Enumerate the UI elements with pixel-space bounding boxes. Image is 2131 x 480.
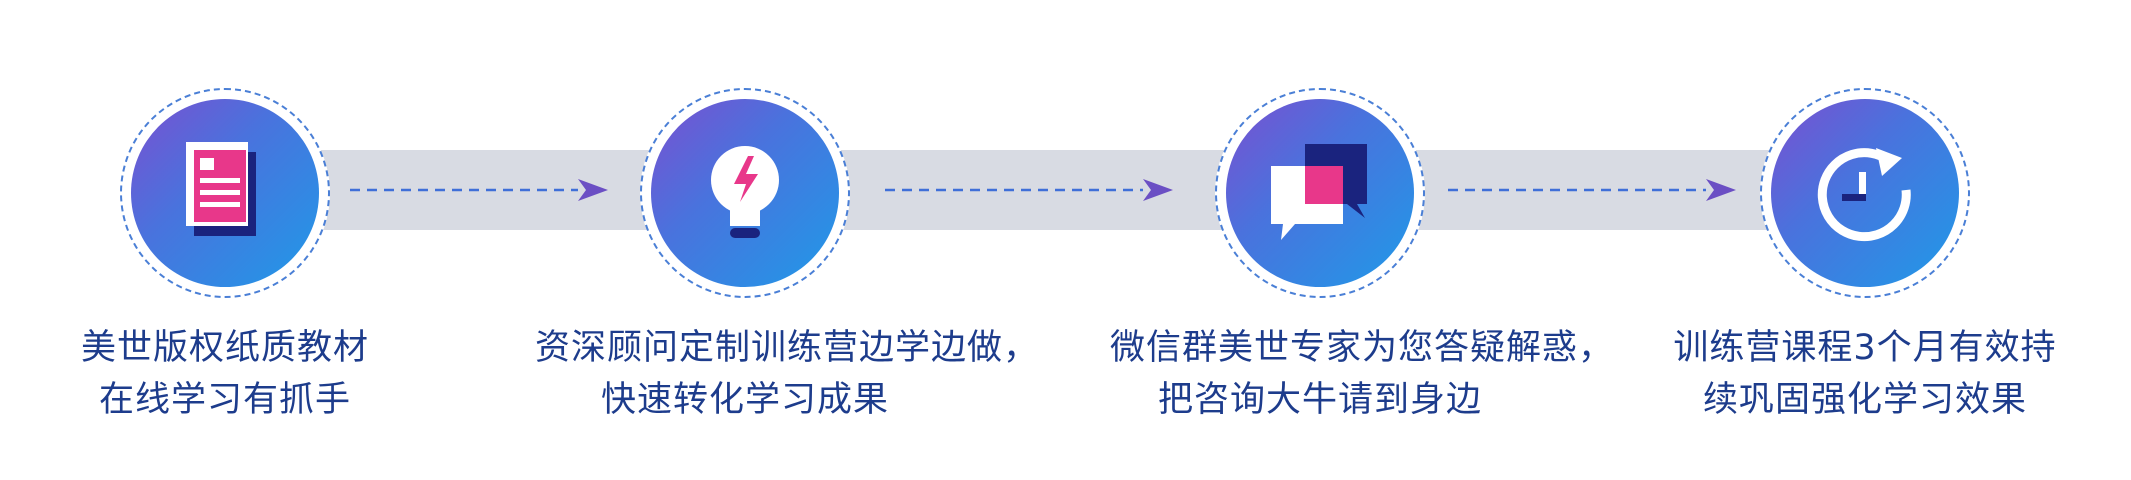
step-1: 美世版权纸质教材 在线学习有抓手	[15, 0, 435, 480]
caption-line-2: 快速转化学习成果	[600, 380, 889, 420]
icon-circle	[1771, 99, 1959, 287]
caption-line-1: 资深顾问定制训练营边学边做，	[535, 328, 1040, 368]
caption-line-1: 美世版权纸质教材	[80, 328, 369, 368]
arrow-right-icon	[1448, 179, 1736, 201]
icon-circle	[1226, 99, 1414, 287]
caption-line-2: 在线学习有抓手	[98, 380, 351, 420]
arrow-right-icon	[885, 179, 1173, 201]
caption-line-1: 训练营课程3个月有效持	[1673, 328, 2057, 368]
icon-circle	[651, 99, 839, 287]
step-caption: 资深顾问定制训练营边学边做， 快速转化学习成果	[535, 322, 1040, 426]
arrow-right-icon	[350, 179, 608, 201]
step-caption: 美世版权纸质教材 在线学习有抓手	[15, 322, 435, 426]
step-4: 训练营课程3个月有效持 续巩固强化学习效果	[1655, 0, 2075, 480]
icon-circle	[131, 99, 319, 287]
caption-line-1: 微信群美世专家为您答疑解惑，	[1110, 328, 1615, 368]
lightbulb-icon	[711, 146, 779, 238]
caption-line-2: 把咨询大牛请到身边	[1157, 380, 1482, 420]
step-caption: 微信群美世专家为您答疑解惑， 把咨询大牛请到身边	[1110, 322, 1615, 426]
step-3: 微信群美世专家为您答疑解惑， 把咨询大牛请到身边	[1110, 0, 1615, 480]
step-caption: 训练营课程3个月有效持 续巩固强化学习效果	[1655, 322, 2075, 426]
caption-line-2: 续巩固强化学习效果	[1702, 380, 2027, 420]
chat-bubbles-icon	[1271, 144, 1367, 240]
step-2: 资深顾问定制训练营边学边做， 快速转化学习成果	[535, 0, 1040, 480]
document-icon	[186, 142, 256, 236]
refresh-clock-icon	[1817, 148, 1911, 242]
